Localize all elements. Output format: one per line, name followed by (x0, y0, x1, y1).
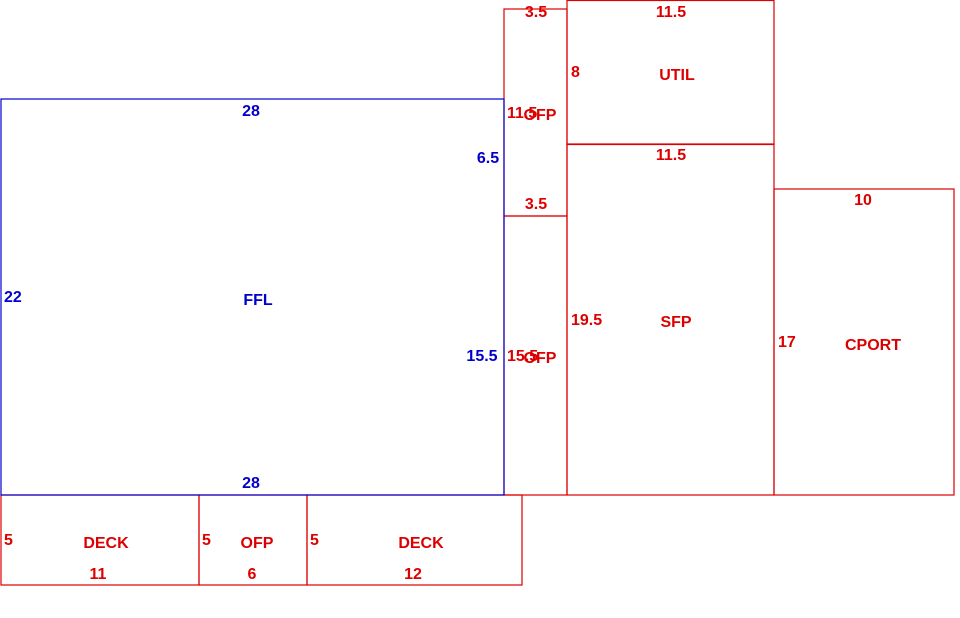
util-side-dim: 8 (571, 64, 580, 81)
sfp-label: SFP (660, 314, 691, 331)
ofp-bottom-bottom-dim: 6 (248, 566, 257, 583)
cport-side-dim: 17 (778, 334, 796, 351)
ofp-top-label: OFP (524, 107, 557, 124)
deck-left-side-dim: 5 (4, 532, 13, 549)
deck-right-side-dim: 5 (310, 532, 319, 549)
ffl-upper-right-dim: 6.5 (477, 150, 499, 167)
deck-right-bottom-dim: 12 (404, 566, 422, 583)
deck-right-label: DECK (398, 535, 444, 552)
cport-outline (773, 188, 955, 496)
ofp-mid-side-dim: 15.5 (507, 348, 538, 365)
ffl-bottom-dim: 28 (242, 475, 260, 492)
deck-left-label: DECK (83, 535, 129, 552)
ofp-top-side-dim: 11.5 (507, 105, 537, 122)
ffl-left-dim: 22 (4, 289, 22, 306)
cport-top-dim: 10 (854, 192, 872, 209)
ffl-lower-right-dim: 15.5 (466, 348, 497, 365)
util-label: UTIL (659, 67, 695, 84)
ofp-bottom-side-dim: 5 (202, 532, 211, 549)
ofp-top-bottom-dim: 3.5 (525, 196, 547, 213)
sfp-top-dim: 11.5 (656, 147, 686, 164)
ffl-top-dim: 28 (242, 103, 260, 120)
util-top-dim: 11.5 (656, 4, 686, 21)
ffl-label: FFL (243, 292, 273, 309)
sfp-side-dim: 19.5 (571, 312, 602, 329)
ofp-top-top-dim: 3.5 (525, 4, 547, 21)
deck-left-bottom-dim: 11 (90, 566, 107, 583)
ffl-outline (0, 98, 505, 496)
ofp-mid-label: OFP (524, 350, 557, 367)
ofp-bottom-label: OFP (241, 535, 274, 552)
cport-label: CPORT (845, 337, 901, 354)
